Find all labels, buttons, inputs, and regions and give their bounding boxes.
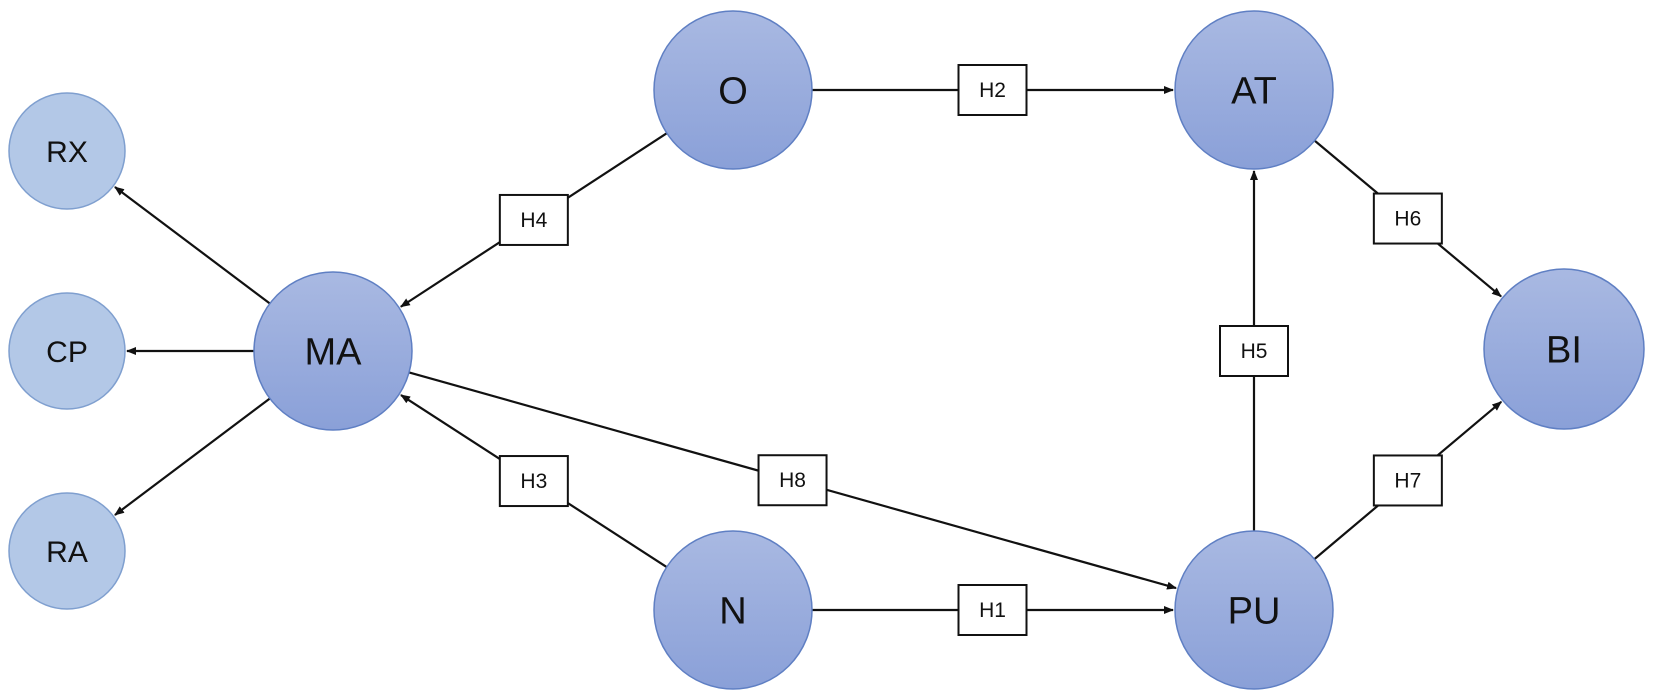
node-circle (1174, 530, 1334, 690)
edge-label-h4: H4 (498, 193, 569, 246)
node-cp: CP (8, 292, 126, 410)
node-label: N (719, 591, 746, 633)
node-label: RX (46, 136, 88, 169)
edge-label-box (498, 193, 569, 246)
edge-label-box (1372, 192, 1443, 245)
node-label: PU (1228, 591, 1281, 633)
node-ma: MA (253, 271, 413, 431)
edge-label-text: H2 (979, 79, 1006, 102)
node-circle (253, 271, 413, 431)
node-circle (1483, 268, 1645, 430)
node-o: O (653, 10, 813, 170)
node-label: MA (305, 332, 363, 374)
edge-label-box (1372, 454, 1443, 507)
edge-label-text: H5 (1241, 340, 1268, 363)
edge-label-h3: H3 (498, 455, 569, 508)
node-at: AT (1174, 10, 1334, 170)
edge-label-h6: H6 (1372, 192, 1443, 245)
node-circle (1174, 10, 1334, 170)
node-pu: PU (1174, 530, 1334, 690)
nodes-layer: O AT MA BI N PU RX CP RA (8, 10, 1645, 690)
edge-label-h7: H7 (1372, 454, 1443, 507)
node-rx: RX (8, 92, 126, 210)
edge-label-h8: H8 (757, 454, 828, 507)
node-circle (8, 292, 126, 410)
edge-label-text: H7 (1394, 469, 1421, 492)
edge-label-text: H1 (979, 599, 1006, 622)
node-label: BI (1546, 330, 1582, 372)
edge-label-text: H6 (1394, 208, 1421, 231)
edge-label-h1: H1 (957, 584, 1028, 636)
node-label: O (718, 71, 748, 113)
node-circle (653, 530, 813, 690)
node-circle (8, 492, 126, 610)
node-bi: BI (1483, 268, 1645, 430)
edge-label-text: H3 (520, 470, 547, 493)
edge-label-text: H4 (520, 209, 547, 232)
node-ra: RA (8, 492, 126, 610)
node-n: N (653, 530, 813, 690)
edge-label-h2: H2 (957, 64, 1028, 116)
node-label: RA (46, 536, 88, 569)
node-label: AT (1231, 71, 1277, 113)
edge-ma-to-ra (114, 397, 271, 516)
node-label: CP (46, 336, 88, 369)
edge-label-h5: H5 (1219, 325, 1289, 377)
edge-label-box (498, 455, 569, 508)
edge-label-text: H8 (779, 469, 806, 492)
edge-label-box (957, 64, 1028, 116)
node-circle (8, 92, 126, 210)
edge-label-box (957, 584, 1028, 636)
edge-label-box (1219, 325, 1289, 377)
node-circle (653, 10, 813, 170)
edge-label-box (757, 454, 828, 507)
edge-ma-to-rx (114, 186, 271, 305)
